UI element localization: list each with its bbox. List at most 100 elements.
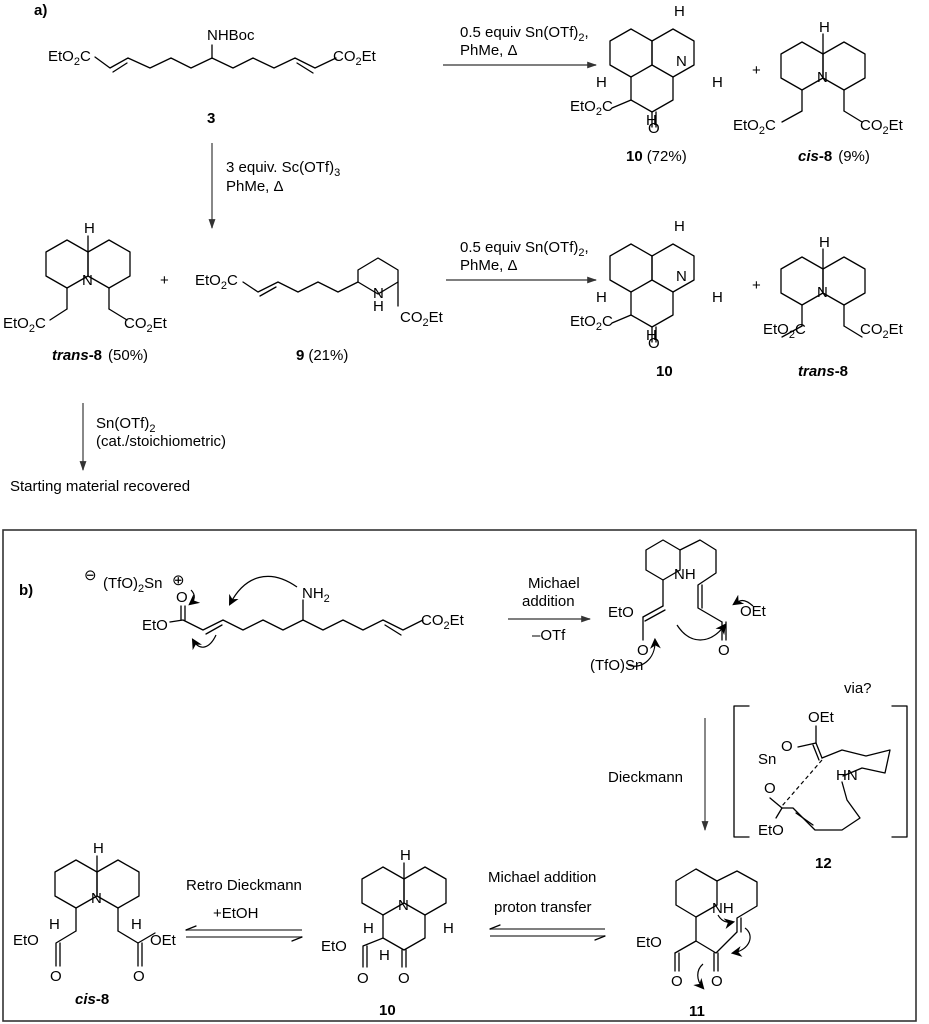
o-label: O — [637, 642, 649, 659]
o-label: O — [50, 968, 62, 985]
plus-sign: + — [752, 62, 761, 79]
trans-8-caption: trans-8(50%) — [52, 347, 148, 364]
compound-trans-8: H N EtO2C CO2Et trans-8(50%) — [3, 220, 168, 364]
h-label: H — [131, 916, 142, 933]
michael-pt-label-2: proton transfer — [494, 899, 592, 916]
n-label: N — [398, 897, 409, 914]
h-label: H — [49, 916, 60, 933]
plus-sign: + — [752, 277, 761, 294]
eto-label: EtO — [142, 617, 168, 634]
panel-b-label: b) — [19, 582, 33, 599]
compound-3: NHBoc EtO2C CO2Et 3 — [48, 27, 377, 127]
o-label: O — [133, 968, 145, 985]
compound-10-caption: 10 — [379, 1002, 396, 1019]
n-label: N — [82, 272, 93, 289]
curly-arrow — [191, 634, 217, 651]
compound-cis-8-bottom: H N H H EtO OEt O O cis-8 — [13, 840, 177, 1008]
compound-10-top: H N H H O EtO2C H 10(72%) — [570, 3, 723, 165]
hn-label: HN — [836, 767, 858, 784]
panel-a-label: a) — [34, 2, 47, 19]
h-label: H — [363, 920, 374, 937]
michael-label-1: Michael — [528, 575, 580, 592]
right-ester-label: CO2Et — [421, 612, 465, 632]
activated-diester: ⊖ (TfO)2Sn ⊕ O EtO NH2 CO2Et — [84, 567, 465, 651]
curly-arrow — [717, 914, 736, 929]
h-label: H — [712, 74, 723, 91]
reaction-4-cond-2: (cat./stoichiometric) — [96, 433, 226, 450]
amine-label: NH2 — [302, 585, 330, 605]
reaction-2-cond-2: PhMe, Δ — [226, 178, 284, 195]
curly-arrow — [627, 637, 661, 667]
nh-n-label: N — [373, 285, 384, 302]
curly-arrow — [229, 575, 298, 606]
reaction-1-cond-2: PhMe, Δ — [460, 42, 518, 59]
michael-label-below: –OTf — [532, 627, 566, 644]
curly-arrow — [730, 927, 751, 957]
plus-sign: + — [160, 272, 169, 289]
h-label: H — [596, 74, 607, 91]
left-ester-label: EtO2C — [733, 117, 776, 137]
o-label: O — [671, 973, 683, 990]
compound-9: EtO2C N H CO2Et 9(21%) — [195, 257, 444, 364]
compound-10-caption: 10(72%) — [626, 148, 687, 165]
h-label: H — [674, 218, 685, 235]
eto-label: EtO — [636, 934, 662, 951]
eto-label: EtO — [608, 604, 634, 621]
oet-label: OEt — [808, 709, 835, 726]
o-label: O — [176, 589, 188, 606]
reaction-3-cond-2: PhMe, Δ — [460, 257, 518, 274]
compound-9-caption: 9(21%) — [296, 347, 348, 364]
tin-group-label: (TfO)2Sn — [103, 575, 162, 595]
ketone-o-label: O — [648, 120, 660, 137]
eto-label: EtO — [758, 822, 784, 839]
tin-label: (TfO)Sn — [590, 657, 643, 674]
h-label: H — [712, 289, 723, 306]
n-label: N — [817, 69, 828, 86]
panel-b-box — [2, 529, 917, 1022]
compound-10-bottom: H N H H EtO H O O 10 — [321, 847, 454, 1019]
ketone-o-label: O — [648, 335, 660, 352]
ester-label: EtO2C — [570, 313, 613, 333]
dieckmann-label: Dieckmann — [608, 769, 683, 786]
o-label: O — [781, 738, 793, 755]
compound-3-id: 3 — [207, 110, 215, 127]
n-label: N — [817, 284, 828, 301]
oet-label: OEt — [150, 932, 177, 949]
right-ester-label: CO2Et — [124, 315, 168, 335]
retro-dieckmann-label-2: +EtOH — [213, 905, 258, 922]
o-label: O — [711, 973, 723, 990]
right-ester-label: CO2Et — [400, 309, 444, 329]
h-label: H — [84, 220, 95, 237]
left-ester-label: EtO2C — [763, 321, 806, 341]
left-ester-label: EtO2C — [48, 48, 91, 68]
o-label: O — [357, 970, 369, 987]
cis-8-caption: cis-8(9%) — [798, 148, 870, 165]
compound-10-caption: 10 — [656, 363, 673, 380]
curly-arrow — [732, 594, 754, 607]
h-label: H — [379, 947, 390, 964]
right-ester-label: CO2Et — [860, 321, 904, 341]
nh-h-label: H — [373, 298, 384, 315]
h-label: H — [646, 327, 657, 344]
nh-label: NH — [712, 900, 734, 917]
sn-label: Sn — [758, 751, 776, 768]
charge-minus: ⊖ — [84, 567, 97, 584]
trans-8-caption: trans-8 — [798, 363, 848, 380]
charge-plus: ⊕ — [172, 572, 185, 589]
compound-cis-8-top: H N EtO2C CO2Et cis-8(9%) — [733, 19, 904, 165]
retro-dieckmann-label-1: Retro Dieckmann — [186, 877, 302, 894]
h-label: H — [819, 234, 830, 251]
cis-8-caption: cis-8 — [75, 991, 109, 1008]
via-label: via? — [844, 680, 872, 697]
n-label: N — [676, 53, 687, 70]
ester-label: EtO2C — [570, 98, 613, 118]
n-label: N — [91, 890, 102, 907]
h-label: H — [819, 19, 830, 36]
h-label: H — [674, 3, 685, 20]
h-label: H — [93, 840, 104, 857]
michael-pt-label-1: Michael addition — [488, 869, 596, 886]
tin-enolate-intermediate: NH EtO O (TfO)Sn O OEt — [590, 539, 767, 674]
reaction-3-cond-1: 0.5 equiv Sn(OTf)2, — [460, 239, 589, 259]
o-label: O — [718, 642, 730, 659]
